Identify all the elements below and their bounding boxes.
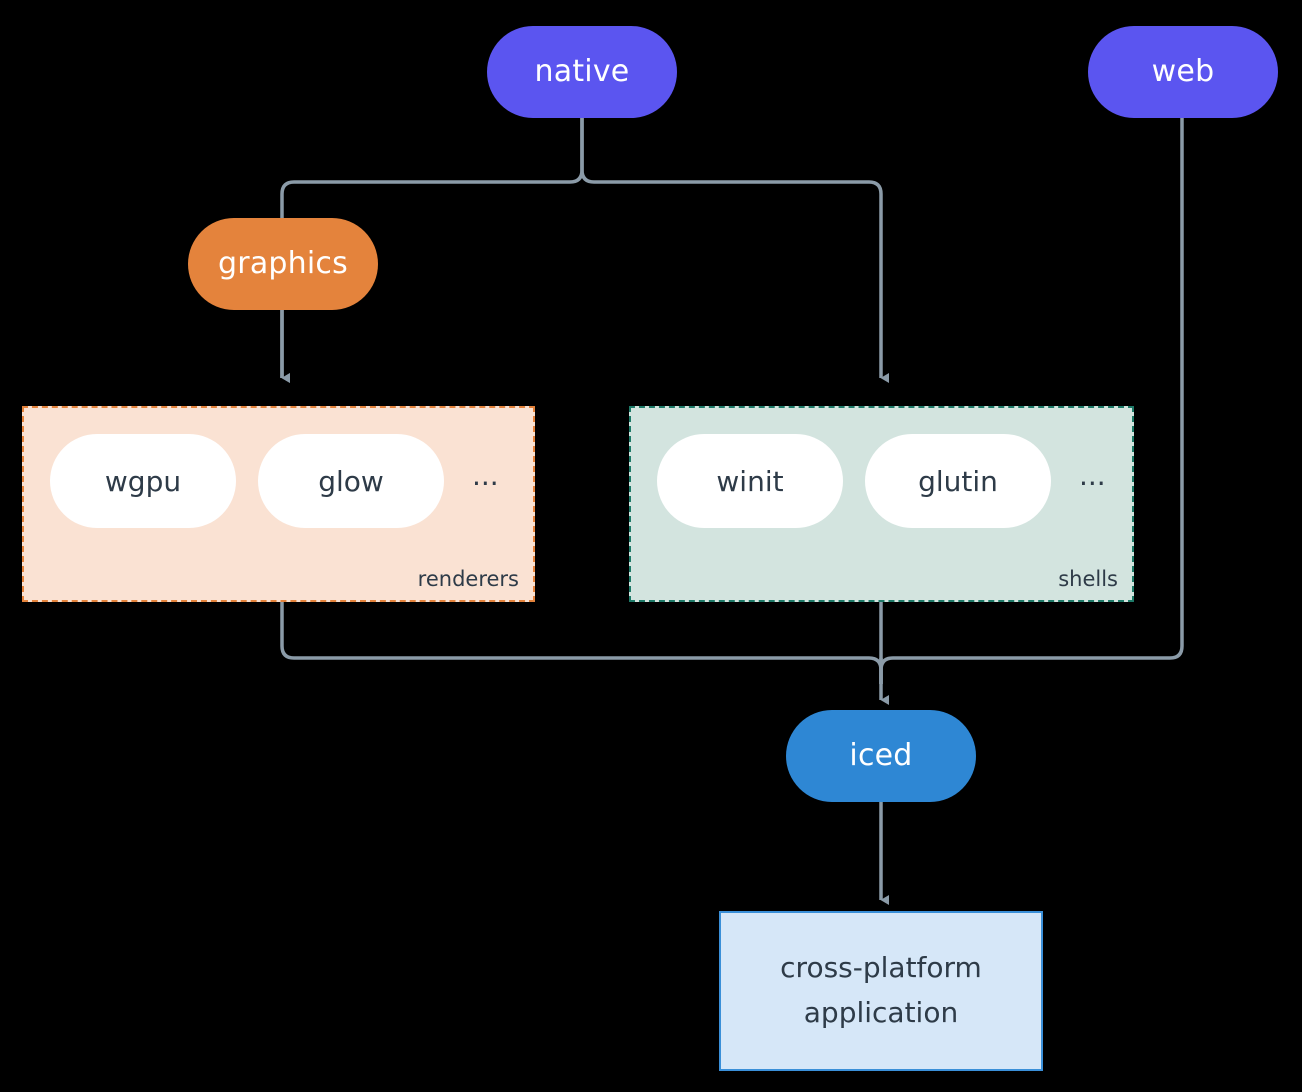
group-shells-items: winit glutin ...: [657, 434, 1106, 528]
node-web-label: web: [1151, 54, 1215, 89]
group-renderers-items: wgpu glow ...: [50, 434, 499, 528]
item-wgpu-label: wgpu: [104, 464, 182, 498]
item-glow-label: glow: [318, 464, 384, 498]
node-native-label: native: [534, 54, 630, 89]
node-graphics-label: graphics: [218, 246, 348, 281]
edge-native-to-shells: [580, 118, 889, 383]
shells-ellipsis: ...: [1079, 459, 1106, 492]
application-label-line1: cross-platform: [780, 951, 982, 985]
node-graphics[interactable]: graphics: [188, 218, 378, 310]
node-native[interactable]: native: [487, 26, 677, 118]
group-shells: winit glutin ... shells: [629, 406, 1134, 602]
item-winit[interactable]: winit: [657, 434, 843, 528]
renderers-ellipsis: ...: [472, 459, 499, 492]
item-glow[interactable]: glow: [258, 434, 444, 528]
item-winit-label: winit: [716, 464, 784, 498]
item-glutin[interactable]: glutin: [865, 434, 1051, 528]
node-web[interactable]: web: [1088, 26, 1278, 118]
edge-renderers-to-iced: [280, 602, 883, 684]
item-wgpu[interactable]: wgpu: [50, 434, 236, 528]
group-renderers: wgpu glow ... renderers: [22, 406, 535, 602]
group-shells-label: shells: [1058, 567, 1118, 591]
item-glutin-label: glutin: [918, 464, 998, 498]
node-cross-platform-application[interactable]: cross-platform application: [719, 911, 1043, 1071]
application-label-line2: application: [803, 996, 959, 1029]
node-iced[interactable]: iced: [786, 710, 976, 802]
node-iced-label: iced: [849, 738, 913, 773]
group-renderers-label: renderers: [417, 567, 519, 591]
